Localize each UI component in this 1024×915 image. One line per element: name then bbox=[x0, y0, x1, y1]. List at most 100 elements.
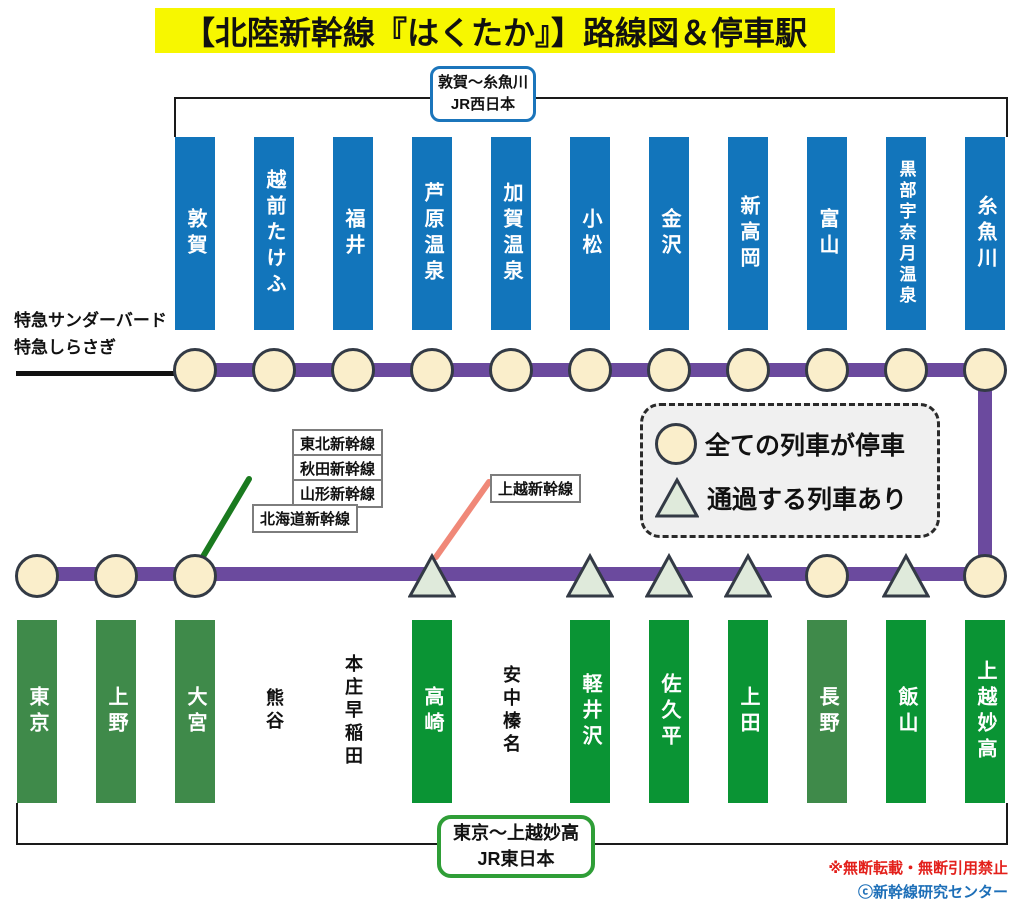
east-station-column-2: 大宮 bbox=[175, 620, 215, 803]
east-station-text-6: 安中榛名 bbox=[501, 665, 521, 757]
station-name-label: 高崎 bbox=[421, 685, 443, 738]
east-station-text-3: 熊谷 bbox=[264, 688, 284, 734]
west-station-5-stop-circle-icon bbox=[568, 348, 612, 392]
station-name-label: 新高岡 bbox=[737, 194, 759, 273]
express-thunderbird-label: 特急サンダーバード bbox=[14, 311, 167, 330]
station-name-label: 上越妙高 bbox=[974, 659, 996, 764]
station-name-label: 東京 bbox=[26, 685, 48, 738]
west-station-column-3: 芦原温泉 bbox=[412, 137, 452, 330]
east-station-8-pass-triangle-icon bbox=[644, 552, 694, 604]
station-name-label: 芦原温泉 bbox=[421, 181, 443, 286]
east-station-column-7: 軽井沢 bbox=[570, 620, 610, 803]
pass-triangle-icon bbox=[655, 476, 699, 517]
west-station-column-1: 越前たけふ bbox=[254, 137, 294, 330]
east-bracket-tick-right bbox=[1006, 803, 1008, 843]
west-station-0-stop-circle-icon bbox=[173, 348, 217, 392]
west-station-10-stop-circle-icon bbox=[963, 348, 1007, 392]
legend-row-pass: 通過する列車あり bbox=[655, 476, 925, 519]
west-station-column-6: 金沢 bbox=[649, 137, 689, 330]
east-station-5-pass-triangle-icon bbox=[407, 552, 457, 604]
express-shirasagi-label: 特急しらさぎ bbox=[14, 338, 116, 357]
east-station-column-11: 飯山 bbox=[886, 620, 926, 803]
east-station-11-pass-triangle-icon bbox=[881, 552, 931, 604]
station-name-label: 富山 bbox=[816, 207, 838, 260]
west-station-8-stop-circle-icon bbox=[805, 348, 849, 392]
connector-line bbox=[978, 370, 992, 576]
west-station-column-7: 新高岡 bbox=[728, 137, 768, 330]
all-stop-circle-icon bbox=[655, 422, 697, 465]
east-bracket-line-left bbox=[16, 843, 437, 845]
west-operator-label: JR西日本 bbox=[450, 96, 516, 113]
east-bracket-tick-left bbox=[16, 803, 18, 843]
east-station-column-8: 佐久平 bbox=[649, 620, 689, 803]
west-station-column-4: 加賀温泉 bbox=[491, 137, 531, 330]
station-name-label: 加賀温泉 bbox=[500, 181, 522, 286]
west-range-label: 敦賀～糸魚川 bbox=[437, 74, 528, 92]
station-name-label: 敦賀 bbox=[184, 207, 206, 260]
joetsu-branch-line bbox=[433, 479, 492, 560]
west-bracket-line-left bbox=[174, 97, 432, 99]
west-station-7-stop-circle-icon bbox=[726, 348, 770, 392]
station-name-label: 上田 bbox=[737, 685, 759, 738]
east-station-7-pass-triangle-icon bbox=[565, 552, 615, 604]
station-name-label: 長野 bbox=[816, 685, 838, 738]
east-station-12-stop-circle-icon bbox=[963, 554, 1007, 598]
station-name-label: 福井 bbox=[342, 207, 364, 260]
west-station-column-10: 糸魚川 bbox=[965, 137, 1005, 330]
east-station-column-9: 上田 bbox=[728, 620, 768, 803]
legend-all-stop-label: 全ての列車が停車 bbox=[705, 431, 906, 460]
west-station-3-stop-circle-icon bbox=[410, 348, 454, 392]
station-name-label: 軽井沢 bbox=[579, 672, 601, 751]
station-name-label: 佐久平 bbox=[658, 672, 680, 751]
west-station-6-stop-circle-icon bbox=[647, 348, 691, 392]
legend-box: 全ての列車が停車 通過する列車あり bbox=[640, 403, 940, 538]
east-station-column-0: 東京 bbox=[17, 620, 57, 803]
west-station-9-stop-circle-icon bbox=[884, 348, 928, 392]
west-station-column-9: 黒部宇奈月温泉 bbox=[886, 137, 926, 330]
east-station-column-10: 長野 bbox=[807, 620, 847, 803]
branch-label-joetsu: 上越新幹線 bbox=[490, 474, 582, 503]
station-name-label: 糸魚川 bbox=[974, 194, 996, 273]
west-station-column-8: 富山 bbox=[807, 137, 847, 330]
credit-label: ⓒ新幹線研究センター bbox=[857, 884, 1008, 901]
east-station-0-stop-circle-icon bbox=[15, 554, 59, 598]
west-bracket-tick-right bbox=[1006, 97, 1008, 137]
east-station-9-pass-triangle-icon bbox=[723, 552, 773, 604]
station-name-label: 黒部宇奈月温泉 bbox=[896, 160, 916, 307]
east-operator-label: JR東日本 bbox=[477, 848, 555, 869]
east-operator-box: 東京～上越妙高 JR東日本 bbox=[437, 815, 595, 878]
station-name-label: 金沢 bbox=[658, 207, 680, 260]
east-station-column-12: 上越妙高 bbox=[965, 620, 1005, 803]
branch-label-tohoku: 東北新幹線 bbox=[292, 429, 384, 458]
station-name-label: 上野 bbox=[105, 685, 127, 738]
west-station-column-5: 小松 bbox=[570, 137, 610, 330]
tohoku-branch-line bbox=[195, 476, 252, 568]
branch-label-hokkaido: 北海道新幹線 bbox=[252, 504, 359, 533]
east-station-10-stop-circle-icon bbox=[805, 554, 849, 598]
station-name-label: 越前たけふ bbox=[263, 168, 285, 299]
east-range-label: 東京～上越妙高 bbox=[453, 823, 579, 844]
west-station-column-2: 福井 bbox=[333, 137, 373, 330]
west-station-4-stop-circle-icon bbox=[489, 348, 533, 392]
west-bracket-tick-left bbox=[174, 97, 176, 137]
east-station-text-4: 本庄早稲田 bbox=[343, 654, 363, 769]
east-bracket-line-right bbox=[587, 843, 1008, 845]
station-name-label: 小松 bbox=[579, 207, 601, 260]
express-feeder-line bbox=[16, 371, 197, 376]
page-title: 【北陸新幹線『はくたか』】路線図＆停車駅 bbox=[155, 8, 835, 53]
west-station-1-stop-circle-icon bbox=[252, 348, 296, 392]
branch-label-akita: 秋田新幹線 bbox=[292, 454, 384, 483]
east-station-1-stop-circle-icon bbox=[94, 554, 138, 598]
west-bracket-line-right bbox=[528, 97, 1008, 99]
legend-row-all-stop: 全ての列車が停車 bbox=[655, 422, 925, 465]
east-station-column-5: 高崎 bbox=[412, 620, 452, 803]
west-station-2-stop-circle-icon bbox=[331, 348, 375, 392]
copyright-notice: ※無断転載・無断引用禁止 bbox=[828, 860, 1008, 877]
west-operator-box: 敦賀～糸魚川 JR西日本 bbox=[430, 66, 536, 122]
west-station-column-0: 敦賀 bbox=[175, 137, 215, 330]
east-station-2-stop-circle-icon bbox=[173, 554, 217, 598]
station-name-label: 大宮 bbox=[184, 685, 206, 738]
station-name-label: 飯山 bbox=[895, 685, 917, 738]
east-station-column-1: 上野 bbox=[96, 620, 136, 803]
